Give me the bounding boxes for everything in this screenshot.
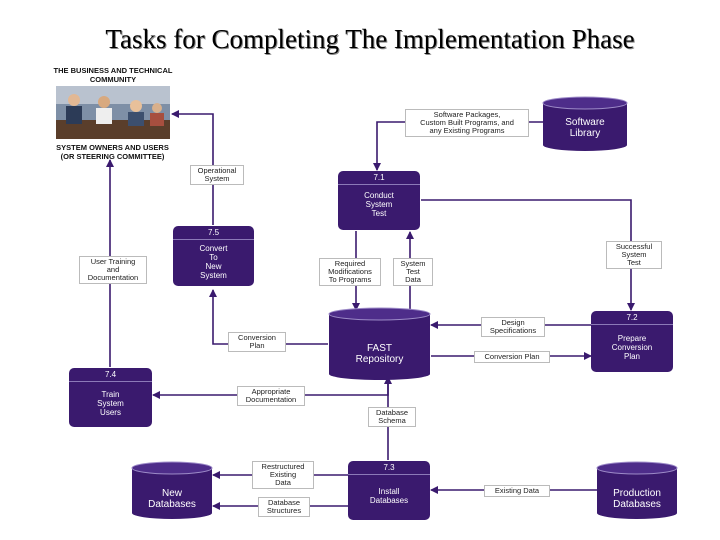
flow-label-appropriate-documentation: Appropriate Documentation	[237, 386, 305, 406]
flow-label-operational-system: Operational System	[190, 165, 244, 185]
flow-label-database-schema: Database Schema	[368, 407, 416, 427]
store-new-databases	[131, 461, 213, 519]
process-7-5[interactable]: 7.5 Convert To New System	[173, 226, 254, 286]
process-label: Convert To New System	[199, 244, 228, 280]
store-software-library	[542, 96, 628, 151]
fast-repository-label: FAST Repository	[355, 343, 404, 365]
process-label: Prepare Conversion Plan	[611, 334, 653, 361]
flow-label-database-structures: Database Structures	[258, 497, 310, 517]
production-databases-label: Production Databases	[613, 488, 661, 510]
process-label: Install Databases	[369, 487, 409, 505]
process-number: 7.1	[338, 171, 420, 185]
flow-label-successful-system-test: Successful System Test	[606, 241, 662, 269]
flow-label-restructured-data: Restructured Existing Data	[252, 461, 314, 489]
process-number: 7.3	[348, 461, 430, 475]
flow-line-successful-test	[421, 199, 635, 311]
process-7-2[interactable]: 7.2 Prepare Conversion Plan	[591, 311, 673, 372]
flow-label-conversion-plan-left: Conversion Plan	[228, 332, 286, 352]
process-number: 7.4	[69, 368, 152, 382]
store-production-databases	[596, 461, 678, 519]
flow-label-conversion-plan-right: Conversion Plan	[474, 351, 550, 363]
flow-label-existing-data: Existing Data	[484, 485, 550, 497]
process-label: Train System Users	[97, 390, 124, 417]
process-7-4[interactable]: 7.4 Train System Users	[69, 368, 152, 427]
process-7-3[interactable]: 7.3 Install Databases	[348, 461, 430, 520]
flow-label-system-test-data: System Test Data	[393, 258, 433, 286]
flow-label-user-training: User Training and Documentation	[79, 256, 147, 284]
users-photo	[56, 86, 170, 139]
new-databases-label: New Databases	[148, 488, 196, 510]
flow-label-software-packages: Software Packages, Custom Built Programs…	[405, 109, 529, 137]
flow-line-conversion-left	[209, 289, 328, 345]
process-7-1[interactable]: 7.1 Conduct System Test	[338, 171, 420, 230]
software-library-label: Software Library	[565, 117, 605, 139]
process-number: 7.5	[173, 226, 254, 240]
page-title: Tasks for Completing The Implementation …	[105, 24, 635, 54]
external-entity-subtitle: SYSTEM OWNERS AND USERS (OR STEERING COM…	[56, 143, 169, 161]
flow-label-required-modifications: Required Modifications To Programs	[319, 258, 381, 286]
flow-label-design-specifications: Design Specifications	[481, 317, 545, 337]
external-entity-title: THE BUSINESS AND TECHNICAL COMMUNITY	[53, 66, 173, 84]
process-label: Conduct System Test	[364, 191, 394, 218]
process-number: 7.2	[591, 311, 673, 325]
store-fast-repository	[328, 307, 431, 380]
flow-line-operational	[171, 110, 214, 225]
